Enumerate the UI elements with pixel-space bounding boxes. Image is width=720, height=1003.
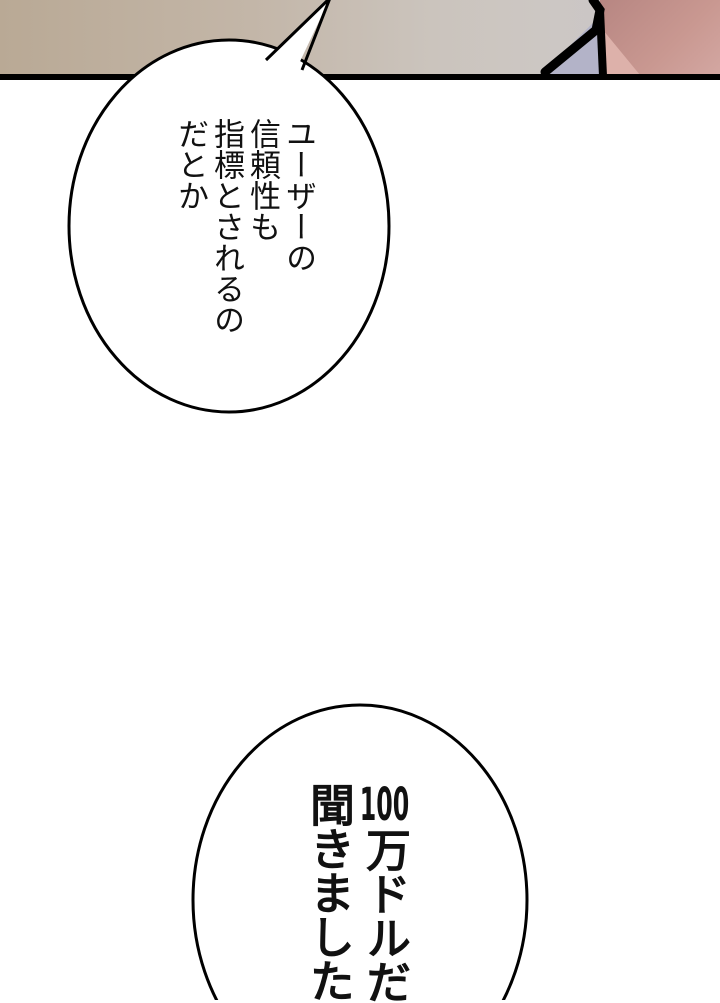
speech-bubble-2 xyxy=(191,703,529,1000)
bubble-1-line-1: ユーザーの xyxy=(280,118,316,273)
bubble-2-line-2: 聞きました xyxy=(302,782,355,1002)
bubble-1-line-2: 信頼性も xyxy=(244,118,280,242)
speech-bubble-2-text: 100万ドルだ 聞きました xyxy=(300,782,412,1003)
bubble-1-line-3: 指標とされるの xyxy=(208,118,244,335)
panel-border xyxy=(0,74,720,80)
speech-bubble-1-text: ユーザーの 信頼性も 指標とされるの だとか xyxy=(172,118,316,335)
bubble-1-line-4: だとか xyxy=(172,118,208,211)
number-text: 100 xyxy=(359,782,410,827)
shirt-highlight-shape xyxy=(603,30,640,75)
outline-stroke-vertical xyxy=(596,9,607,77)
bubble-2-line-1: 100万ドルだ xyxy=(358,782,411,1003)
speech-bubble-1 xyxy=(67,0,391,414)
